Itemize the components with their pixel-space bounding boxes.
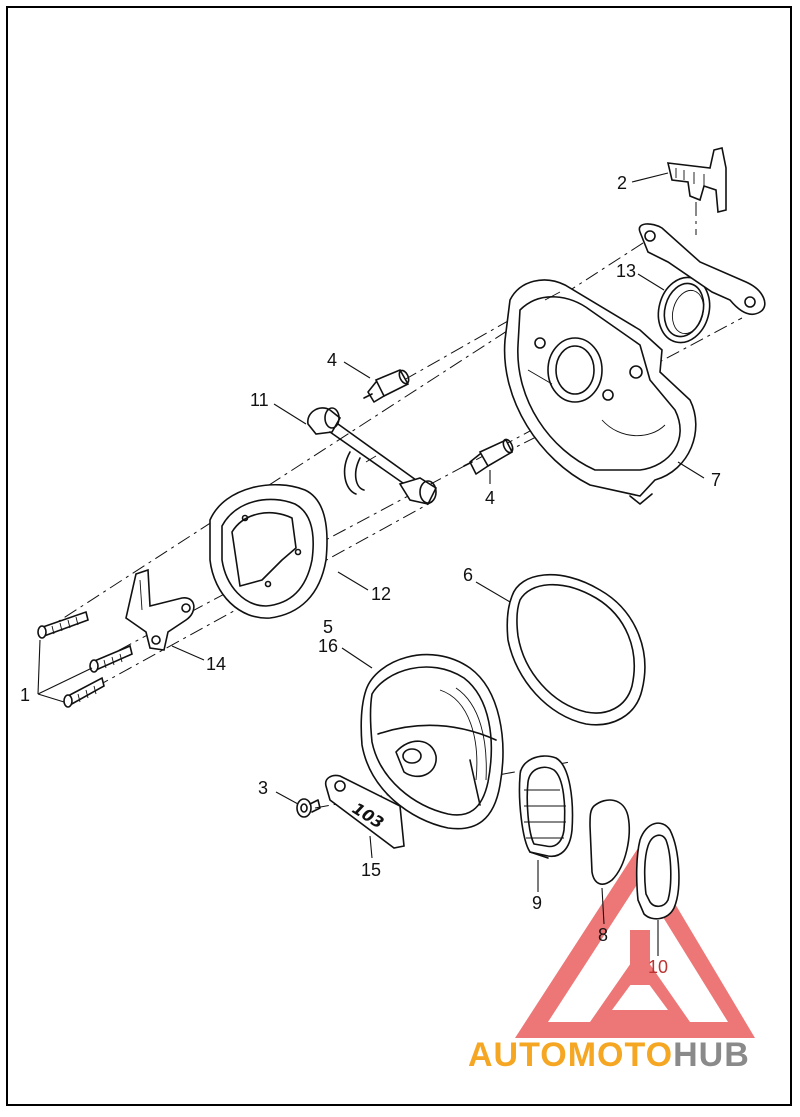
callout-9: 9 [532, 893, 543, 913]
callout-5: 5 [323, 617, 334, 637]
part-6-gasket [506, 573, 646, 726]
part-4-breather-bolt-upper [363, 368, 410, 403]
diagram-frame [6, 6, 792, 1106]
callout-11: 11 [250, 390, 269, 410]
callout-4-upper: 4 [327, 350, 338, 370]
part-8-filter-pad [589, 799, 631, 885]
callout-14: 14 [206, 654, 227, 674]
watermark-part-hub: HUB [673, 1036, 750, 1074]
watermark-text: AUTOMOTOHUB [468, 1036, 750, 1075]
watermark-part-auto: AUTO [468, 1036, 568, 1074]
part-7-backplate [503, 279, 697, 505]
part-2-clip [666, 147, 727, 214]
callout-10: 10 [648, 957, 669, 977]
callout-3: 3 [258, 778, 269, 798]
callout-12: 12 [371, 584, 392, 604]
part-4-breather-bolt-lower [463, 438, 514, 475]
callout-leaders [37, 172, 705, 956]
callout-15: 15 [361, 860, 382, 880]
part-bracket-plate [638, 223, 766, 316]
callout-6: 6 [463, 565, 474, 585]
callout-8: 8 [598, 925, 609, 945]
part-1-bolts [37, 610, 133, 708]
part-14-mounting-bracket [125, 568, 195, 651]
part-3-screw [296, 798, 321, 818]
part-12-filter-element [209, 483, 328, 619]
watermark-logo-icon [515, 845, 755, 1038]
part-10-foam-ring [635, 822, 680, 920]
callout-13: 13 [616, 261, 637, 281]
part-5-16-air-cleaner-cover [360, 653, 504, 830]
watermark-part-moto: MOTO [567, 1036, 674, 1074]
callout-16: 16 [318, 636, 339, 656]
callout-2: 2 [617, 173, 628, 193]
callout-4-lower: 4 [485, 488, 496, 508]
callout-1: 1 [20, 685, 31, 705]
callout-7: 7 [711, 470, 722, 490]
part-9-filter-frame [518, 755, 574, 859]
part-13-seal-ring [657, 276, 711, 344]
part-11-breather-hose [307, 407, 438, 505]
